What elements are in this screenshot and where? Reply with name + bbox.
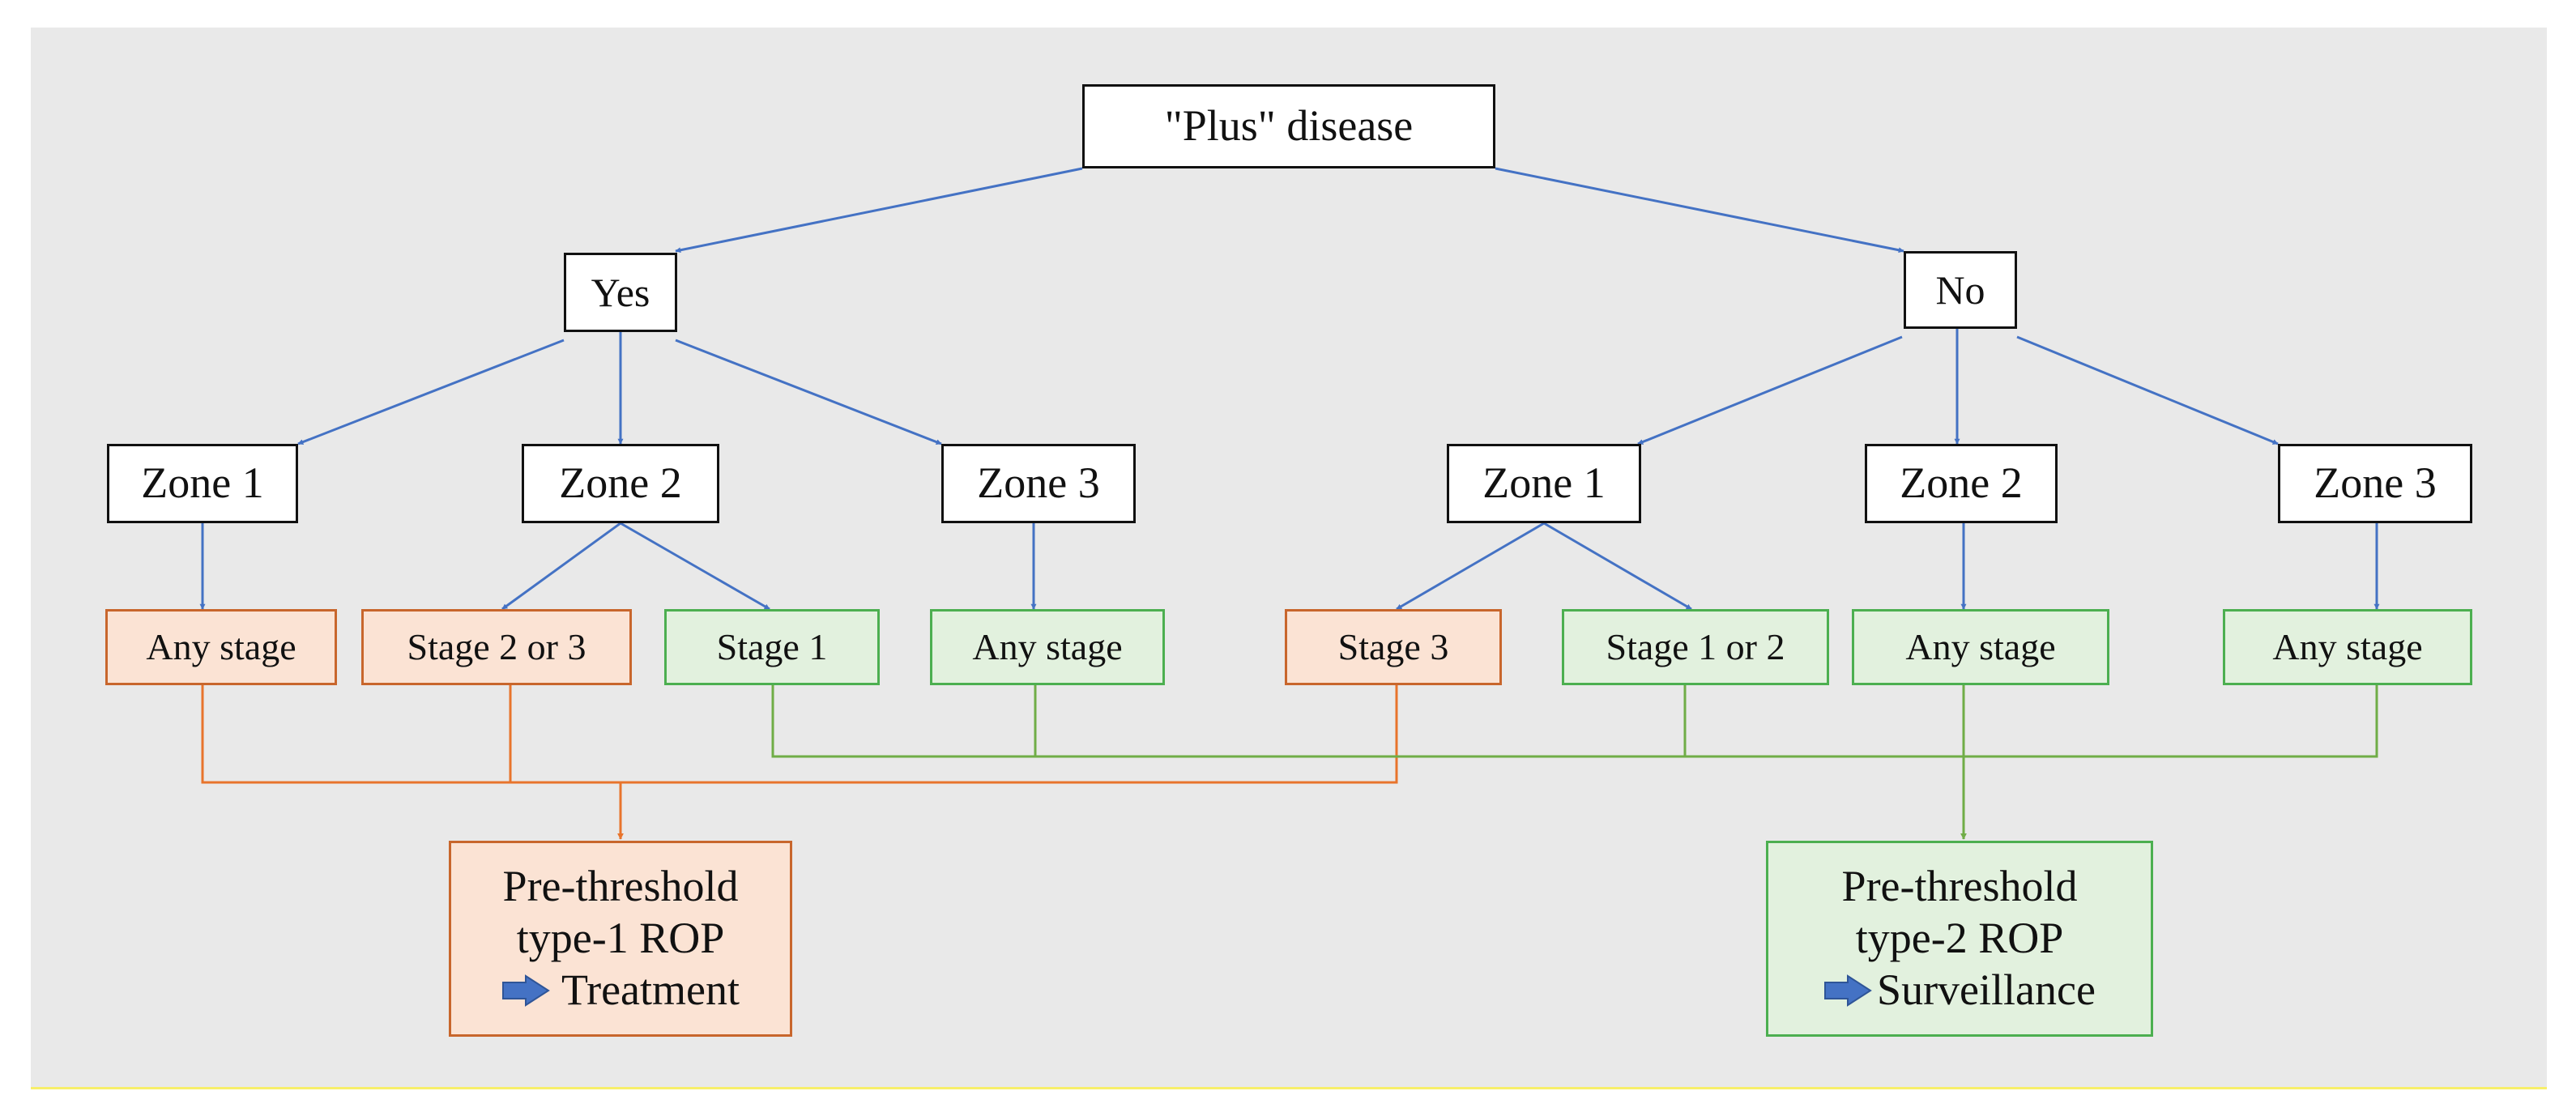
node-no-z1-stage-3: Stage 3 <box>1285 609 1502 685</box>
node-plus-disease: "Plus" disease <box>1082 84 1495 168</box>
type2-action-row: Surveillance <box>1823 965 2096 1016</box>
node-type-2-rop: Pre-threshold type-2 ROP Surveillance <box>1766 841 2153 1037</box>
node-no-z1-stage-1-or-2: Stage 1 or 2 <box>1562 609 1829 685</box>
edge-yes-zone1 <box>297 339 565 445</box>
node-yes-zone-2: Zone 2 <box>522 444 719 523</box>
type1-line2: type-1 ROP <box>516 914 725 963</box>
type1-line1: Pre-threshold <box>502 862 739 911</box>
edge-no-zone1 <box>1637 335 1903 445</box>
node-yes-zone-1: Zone 1 <box>107 444 298 523</box>
right-arrow-icon <box>502 974 550 1007</box>
node-type-1-rop: Pre-threshold type-1 ROP Treatment <box>449 841 792 1037</box>
edge-root-yes <box>675 167 1083 254</box>
node-no-zone-3: Zone 3 <box>2278 444 2472 523</box>
node-no: No <box>1904 251 2017 329</box>
type1-action-row: Treatment <box>501 965 740 1016</box>
green-collector <box>771 685 2378 758</box>
type2-line2: type-2 ROP <box>1855 914 2064 963</box>
orange-collector <box>201 685 1398 784</box>
node-no-z2-any-stage: Any stage <box>1852 609 2109 685</box>
type1-action: Treatment <box>561 965 740 1014</box>
type2-line1: Pre-threshold <box>1841 862 2078 911</box>
node-yes-z1-any-stage: Any stage <box>105 609 337 685</box>
edge-no-zone1-stage12 <box>1543 522 1692 611</box>
node-yes: Yes <box>564 253 677 332</box>
node-yes-zone-3: Zone 3 <box>941 444 1136 523</box>
edge-yes-zone3 <box>675 339 942 445</box>
edge-yes-zone2-stage23 <box>501 522 621 611</box>
right-arrow-icon <box>1824 974 1872 1007</box>
node-yes-z2-stage-2-or-3: Stage 2 or 3 <box>361 609 632 685</box>
edge-yes-zone2-stage1 <box>620 522 770 611</box>
edge-root-no <box>1495 167 1904 254</box>
type2-action: Surveillance <box>1877 965 2096 1014</box>
edge-no-zone1-stage3 <box>1396 522 1545 611</box>
node-no-z3-any-stage: Any stage <box>2223 609 2472 685</box>
node-yes-z3-any-stage: Any stage <box>930 609 1165 685</box>
node-yes-z2-stage-1: Stage 1 <box>664 609 880 685</box>
node-no-zone-2: Zone 2 <box>1865 444 2058 523</box>
node-no-zone-1: Zone 1 <box>1447 444 1641 523</box>
edge-no-zone3 <box>2016 335 2279 445</box>
